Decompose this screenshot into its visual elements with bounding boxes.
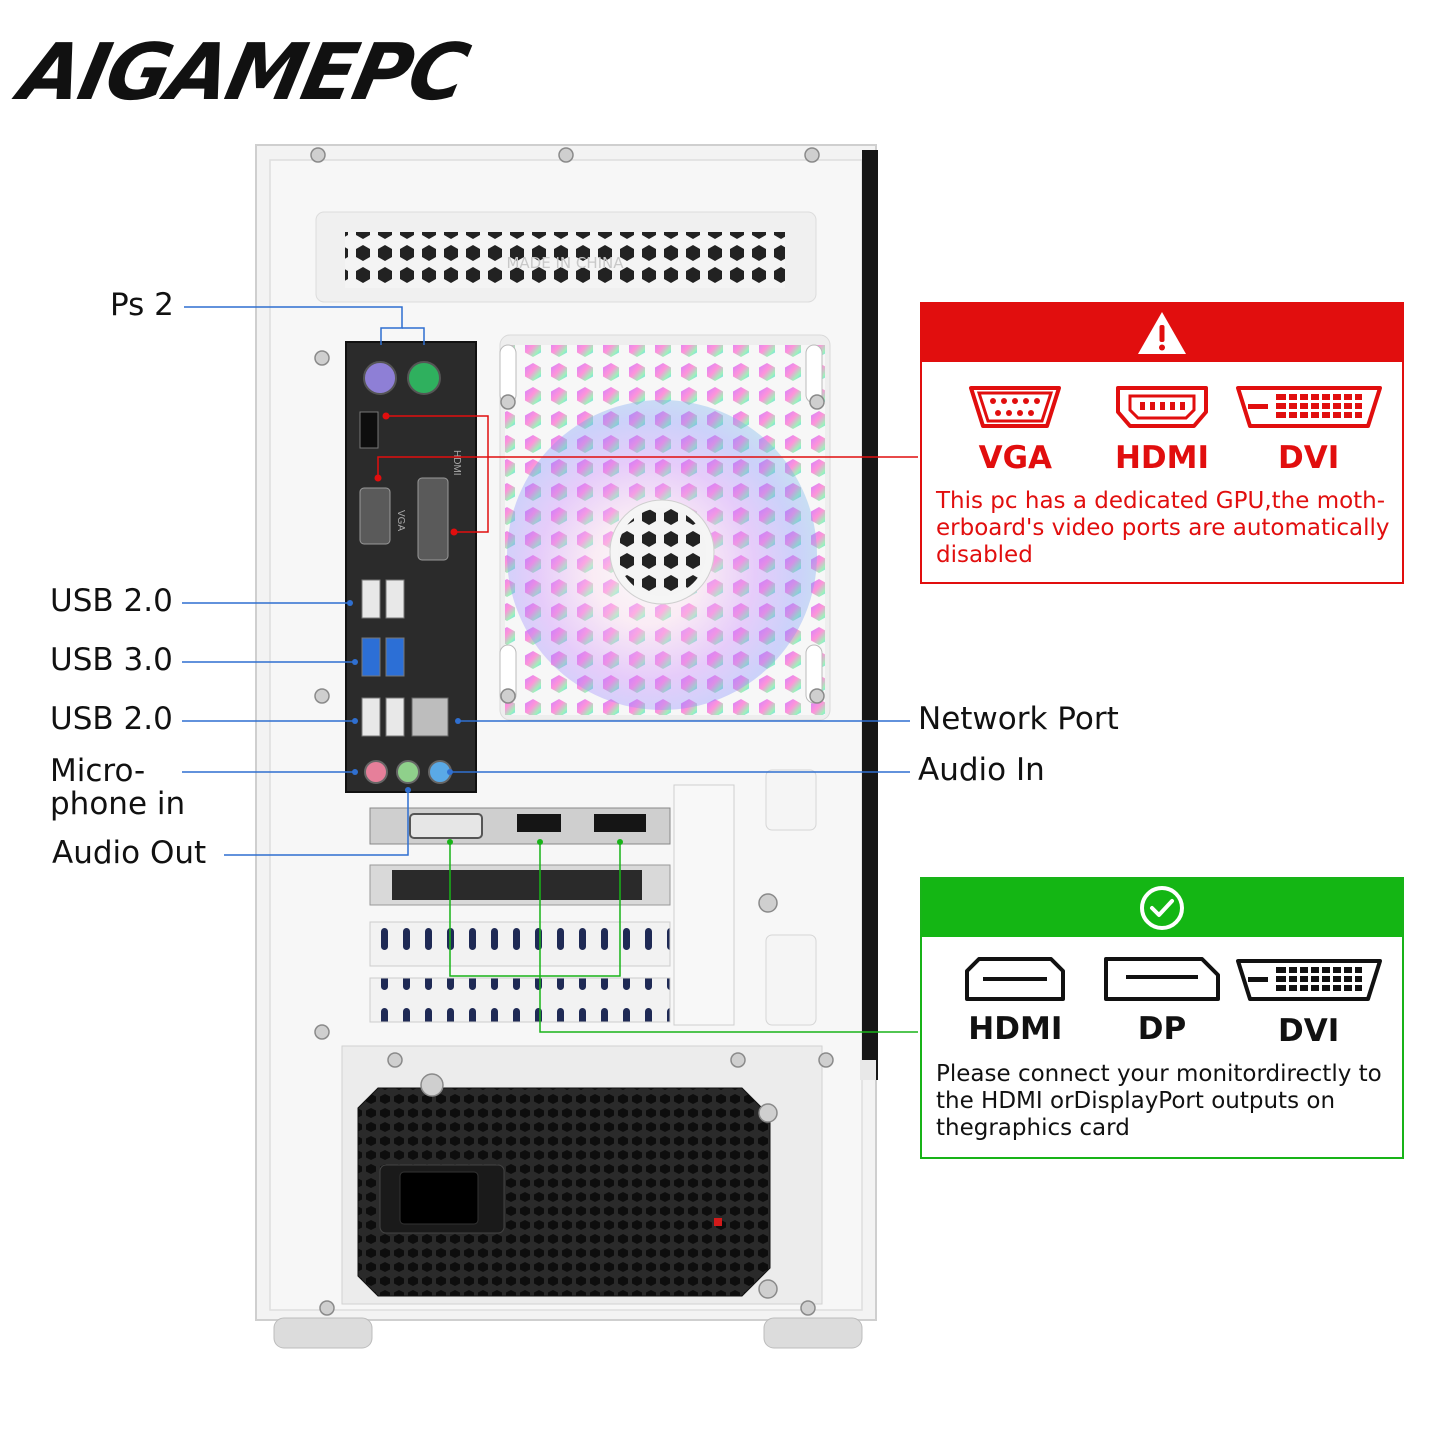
ok-panel: HDMI DP DVI Please connect your monitord… — [920, 877, 1404, 1159]
ok-port-dp: DP — [1092, 955, 1232, 1049]
warning-panel-text: This pc has a dedicated GPU,the moth-erb… — [936, 488, 1390, 568]
ok-port-hdmi-label: HDMI — [968, 1011, 1063, 1047]
ok-port-hdmi: HDMI — [945, 955, 1085, 1049]
warning-panel-header — [922, 304, 1402, 362]
label-usb20-top: USB 2.0 — [50, 583, 173, 619]
made-in-china-text: MADE IN CHINA — [506, 254, 624, 272]
label-usb30: USB 3.0 — [50, 642, 173, 678]
vga-port-icon — [969, 386, 1062, 428]
hdmi-port-icon-red — [1115, 386, 1208, 428]
warning-port-vga-label: VGA — [978, 440, 1053, 476]
warning-port-hdmi: HDMI — [1092, 382, 1232, 476]
label-audio-in: Audio In — [918, 752, 1045, 788]
io-text-vga: VGA — [395, 510, 406, 531]
dvi-port-icon — [1235, 959, 1382, 1001]
ok-port-dp-label: DP — [1137, 1011, 1187, 1047]
ok-panel-header — [922, 879, 1402, 937]
ok-port-dvi: DVI — [1235, 955, 1382, 1049]
displayport-icon — [1103, 957, 1220, 1001]
ok-panel-text: Please connect your monitordirectly to t… — [936, 1061, 1382, 1141]
warning-panel: VGA HDMI DVI This pc has a dedicated GPU… — [920, 302, 1404, 584]
warning-port-dvi: DVI — [1235, 382, 1382, 476]
dvi-port-icon-red — [1235, 386, 1382, 428]
warning-triangle-icon — [1138, 312, 1186, 354]
hdmi-port-icon — [965, 957, 1066, 1001]
io-text-hdmi: HDMI — [451, 450, 462, 476]
label-network-port: Network Port — [918, 701, 1119, 737]
warning-port-list: VGA HDMI DVI — [922, 382, 1402, 476]
label-audio-out: Audio Out — [52, 835, 207, 871]
warning-port-vga: VGA — [945, 382, 1085, 476]
label-usb20-bottom: USB 2.0 — [50, 701, 173, 737]
check-circle-icon — [1140, 886, 1184, 930]
ok-port-dvi-label: DVI — [1278, 1013, 1340, 1049]
label-ps2: Ps 2 — [110, 287, 174, 323]
label-microphone: Micro- phone in — [50, 753, 186, 822]
warning-port-hdmi-label: HDMI — [1114, 440, 1210, 476]
warning-port-dvi-label: DVI — [1278, 440, 1340, 476]
ok-port-list: HDMI DP DVI — [922, 955, 1402, 1049]
